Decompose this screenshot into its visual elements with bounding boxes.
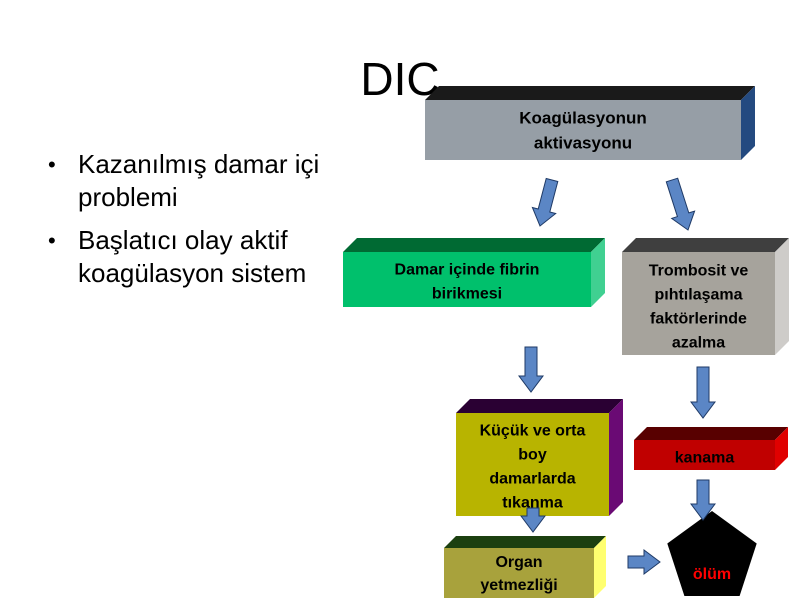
bullet-item: • Kazanılmış damar içi problemi — [46, 148, 319, 214]
box-side-face — [594, 536, 606, 598]
slide-title: DIC — [360, 53, 440, 105]
bullet-line: Başlatıcı olay aktif — [78, 225, 288, 255]
box-trombosit — [622, 252, 775, 355]
box-label-koagulasyon: aktivasyonu — [534, 133, 632, 152]
box-label-trombosit: Trombosit ve — [649, 263, 749, 280]
box-label-trombosit: faktörlerinde — [650, 311, 747, 328]
bullet-dot-icon: • — [48, 152, 56, 177]
box-label-fibrin: Damar içinde fibrin — [395, 262, 540, 279]
box-label-kucuk: Küçük ve orta — [480, 423, 586, 440]
box-label-organ: yetmezliği — [480, 577, 557, 594]
box-side-face — [775, 427, 788, 470]
box-side-face — [591, 238, 605, 307]
box-label-koagulasyon: Koagülasyonun — [519, 108, 647, 127]
box-label-trombosit: azalma — [672, 335, 725, 352]
box-top-face — [425, 86, 755, 100]
box-label-kanama: kanama — [675, 450, 735, 467]
box-top-face — [456, 399, 623, 413]
box-label-trombosit: pıhtılaşama — [654, 287, 742, 304]
arrow-icon — [518, 346, 544, 393]
box-label-kucuk: tıkanma — [502, 495, 563, 512]
box-organ — [444, 548, 594, 598]
box-koagulasyon — [425, 100, 741, 160]
box-side-face — [609, 399, 623, 516]
box-label-kucuk: damarlarda — [489, 471, 575, 488]
box-top-face — [622, 238, 789, 252]
bullet-line: problemi — [78, 182, 178, 212]
box-label-olum: ölüm — [693, 566, 731, 583]
box-side-face — [741, 86, 755, 160]
box-top-face — [634, 427, 788, 440]
arrow-icon — [690, 479, 716, 521]
box-label-fibrin: birikmesi — [432, 286, 502, 303]
box-top-face — [343, 238, 605, 252]
bullet-item: • Başlatıcı olay aktif koagülasyon siste… — [46, 224, 319, 290]
box-kanama — [634, 440, 775, 470]
box-top-face — [444, 536, 606, 548]
bullet-dot-icon: • — [48, 228, 56, 253]
arrow-icon — [531, 177, 559, 227]
bullet-line: koagülasyon sistem — [78, 258, 307, 288]
box-side-face — [775, 238, 789, 355]
arrow-icon — [690, 366, 716, 419]
box-olum — [667, 511, 757, 596]
box-label-organ: Organ — [495, 554, 542, 571]
bullet-line: Kazanılmış damar içi — [78, 149, 320, 179]
arrow-icon — [520, 507, 546, 533]
box-kucuk — [456, 413, 609, 516]
bullet-list: • Kazanılmış damar içi problemi • Başlat… — [46, 148, 319, 300]
box-fibrin — [343, 252, 591, 307]
arrow-icon — [665, 177, 696, 231]
arrow-icon — [627, 549, 661, 575]
box-label-kucuk: boy — [518, 447, 547, 464]
